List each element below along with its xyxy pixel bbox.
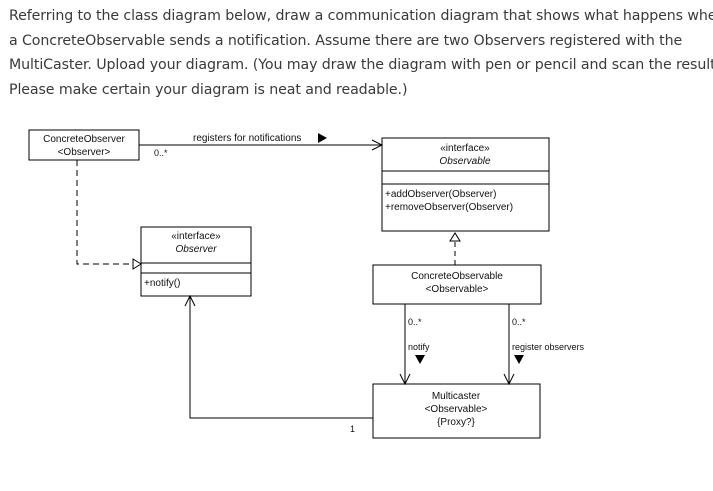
register-observers-association: 0..* register observers: [503, 304, 585, 386]
observable-op: +addObserver(Observer): [385, 189, 496, 200]
down-arrow-icon: [415, 355, 425, 364]
observer-interface-class: «interface» Observer +notify(): [140, 226, 252, 297]
concrete-observer-name: ConcreteObserver: [43, 134, 125, 145]
question-line: a ConcreteObservable sends a notificatio…: [9, 32, 683, 49]
observer-op: +notify(): [144, 278, 180, 289]
multicaster-name: Multicaster: [432, 391, 481, 402]
question-line: MultiCaster. Upload your diagram. (You m…: [9, 57, 713, 73]
question-line: Referring to the class diagram below, dr…: [9, 8, 713, 24]
question-text: Referring to the class diagram below, dr…: [9, 4, 713, 102]
registers-association: registers for notifications 0..*: [139, 133, 384, 158]
notify-association: 0..* notify: [399, 304, 430, 386]
observer-stereotype: «interface»: [171, 231, 221, 242]
mult-notify: 0..*: [408, 317, 422, 327]
observer-realization: [76, 160, 142, 270]
mult-observer: 0..*: [154, 148, 168, 158]
multicaster-class: Multicaster <Observable> {Proxy?}: [372, 383, 541, 439]
concrete-observable-name: ConcreteObservable: [411, 271, 503, 282]
observable-realization: [449, 232, 461, 265]
registers-label: registers for notifications: [193, 133, 301, 144]
concrete-observable-stereotype: <Observable>: [426, 284, 489, 295]
concrete-observer-stereotype: <Observer>: [58, 147, 111, 158]
register-observers-label: register observers: [512, 342, 585, 352]
observable-op: +removeObserver(Observer): [385, 202, 513, 213]
realization-triangle-icon: [449, 232, 461, 242]
down-arrow-icon: [514, 355, 524, 364]
observable-stereotype: «interface»: [440, 143, 490, 154]
mult-register: 0..*: [512, 317, 526, 327]
multicaster-stereotype: <Observable>: [425, 404, 488, 415]
direction-arrow-icon: [318, 133, 327, 143]
notify-label: notify: [408, 342, 430, 352]
observable-interface-class: «interface» Observable +addObserver(Obse…: [381, 137, 550, 232]
concrete-observer-class: ConcreteObserver <Observer>: [28, 129, 140, 161]
realization-triangle-icon: [132, 258, 142, 270]
multicaster-note: {Proxy?}: [437, 417, 475, 428]
observer-name: Observer: [175, 244, 217, 255]
question-line: Please make certain your diagram is neat…: [9, 81, 408, 98]
multicaster-observer-association: 1: [184, 294, 373, 434]
observable-name: Observable: [439, 156, 491, 167]
mult-one: 1: [350, 424, 355, 434]
concrete-observable-class: ConcreteObservable <Observable>: [372, 264, 542, 305]
